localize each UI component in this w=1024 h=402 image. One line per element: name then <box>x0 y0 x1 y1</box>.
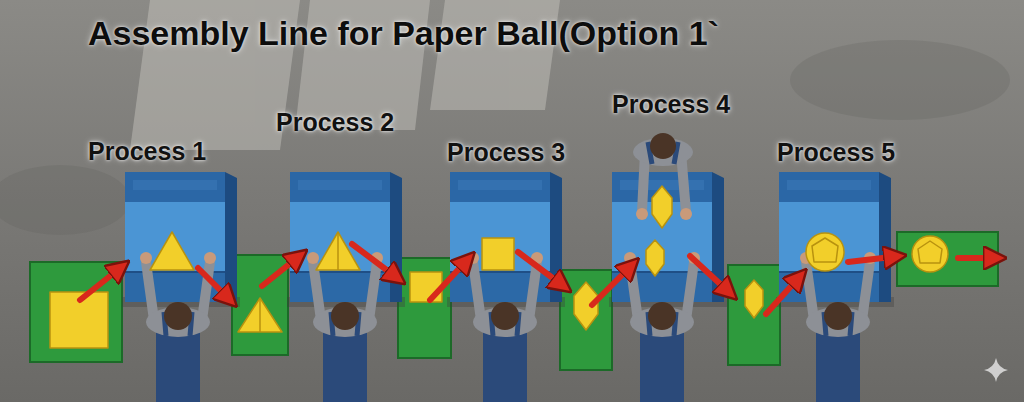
paper-piece <box>150 232 194 270</box>
paper-piece <box>918 241 942 263</box>
flow-arrow <box>198 268 232 302</box>
front-worker <box>323 330 367 402</box>
process-machine: Process 2 <box>290 172 402 302</box>
flow-arrow <box>80 265 124 300</box>
process-machine: Process 1 <box>125 172 237 302</box>
process-machine: Process 3 <box>450 172 562 302</box>
paper-piece <box>912 236 948 272</box>
front-worker <box>529 262 537 320</box>
front-worker <box>204 252 216 264</box>
paper-piece <box>410 272 442 302</box>
front-worker <box>140 252 876 402</box>
process-label: Process 5 <box>777 138 895 167</box>
sparkle-mark <box>984 358 1008 382</box>
front-worker <box>824 302 852 330</box>
front-worker <box>369 262 377 320</box>
front-worker <box>467 252 543 402</box>
front-worker <box>491 302 519 330</box>
diagram-title: Assembly Line for Paper Ball(Option 1` <box>88 14 719 53</box>
front-worker <box>800 252 876 402</box>
front-worker <box>307 252 383 402</box>
machine-body <box>609 172 727 307</box>
green-mat <box>728 265 780 365</box>
paper-piece <box>806 233 844 271</box>
paper-piece <box>259 298 261 332</box>
paper-piece <box>812 238 838 262</box>
paper-piece <box>652 186 672 228</box>
front-worker <box>156 330 200 402</box>
process-machine: Process 5 <box>779 172 891 302</box>
flow-arrow <box>958 255 1000 261</box>
flow-arrow <box>352 244 400 280</box>
flow-arrow <box>518 252 566 288</box>
front-worker <box>624 252 700 402</box>
floor-stain <box>790 40 1010 120</box>
front-worker <box>483 330 527 402</box>
paper-piece <box>646 240 664 276</box>
front-worker <box>862 262 870 320</box>
front-worker <box>640 330 684 402</box>
machine-body <box>287 172 405 307</box>
flow-arrow <box>690 256 732 295</box>
flow-arrow <box>430 257 470 300</box>
process-label: Process 1 <box>88 137 206 166</box>
front-worker <box>630 262 638 320</box>
flow-arrow <box>262 254 302 286</box>
front-worker <box>307 252 319 264</box>
paper-piece <box>316 232 360 270</box>
process-label: Process 2 <box>276 108 394 137</box>
front-worker <box>648 302 676 330</box>
top-worker <box>650 133 676 159</box>
flow-arrow <box>766 274 802 314</box>
floor-stain <box>0 165 130 235</box>
paper-piece <box>238 298 282 332</box>
front-worker <box>686 262 694 320</box>
flow-arrow <box>80 244 1000 314</box>
paper-piece <box>482 238 514 270</box>
machine-body <box>122 172 894 307</box>
flow-arrow <box>592 263 634 305</box>
process-machine: Process 4 <box>612 172 724 302</box>
process-label: Process 3 <box>447 138 565 167</box>
flow-arrow <box>848 256 900 262</box>
machine-body <box>447 172 565 307</box>
green-mat <box>398 258 451 358</box>
front-worker <box>473 262 481 320</box>
front-worker <box>164 302 192 330</box>
paper-piece <box>337 232 339 270</box>
process-label: Process 4 <box>612 90 730 119</box>
front-worker <box>140 252 152 264</box>
green-mat <box>560 270 612 370</box>
front-worker <box>806 262 814 320</box>
paper-piece <box>50 186 948 348</box>
top-worker <box>680 208 692 220</box>
front-worker <box>816 330 860 402</box>
front-worker <box>331 302 359 330</box>
paper-piece <box>745 280 763 318</box>
top-worker <box>636 208 648 220</box>
machine-body <box>122 172 240 307</box>
